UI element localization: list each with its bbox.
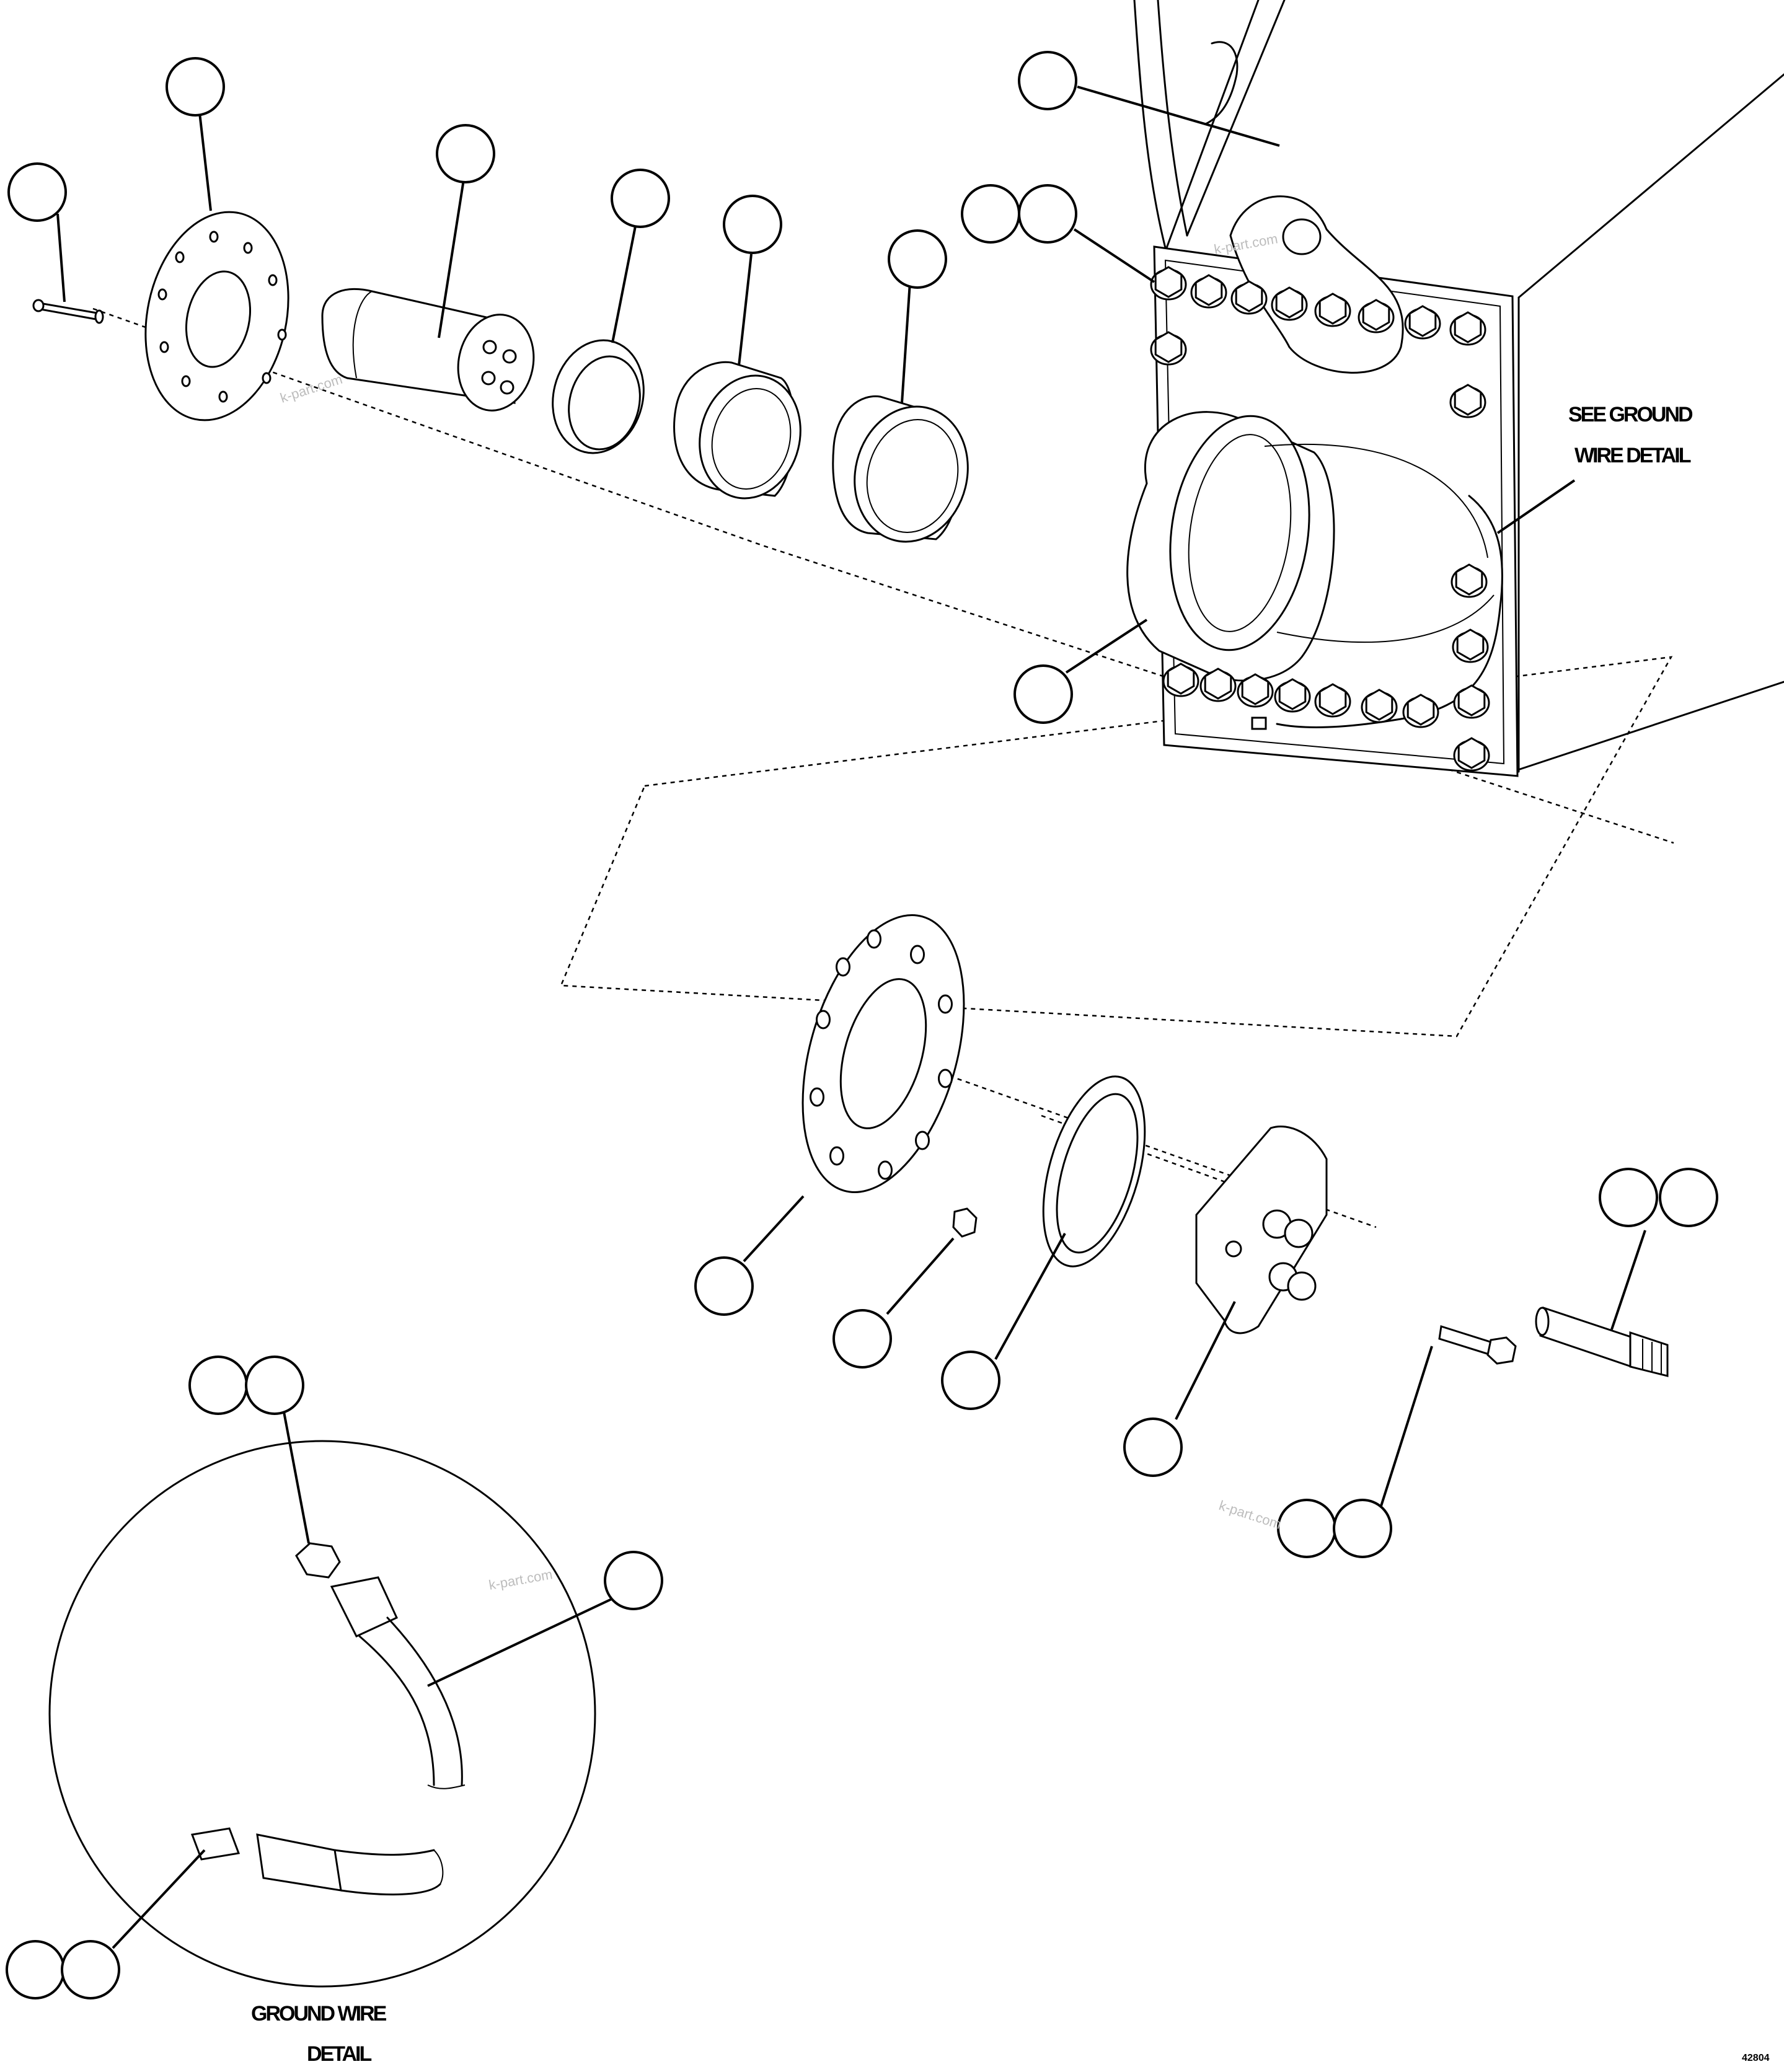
bushing-a — [673, 361, 801, 500]
hex-bolt — [1194, 274, 1223, 306]
bolt-hole — [938, 994, 953, 1014]
seal — [552, 339, 645, 454]
see-ground-note-line1: SEE GROUND — [1568, 403, 1693, 426]
hex-bolt — [1365, 689, 1393, 721]
block — [1195, 1125, 1328, 1334]
callout-flange-plate — [166, 57, 225, 117]
detail-title-line2: DETAIL — [307, 2042, 371, 2066]
bolt-hole — [159, 341, 169, 353]
bolt-hole — [915, 1131, 930, 1150]
callout-frame — [1018, 51, 1077, 110]
callout-detail-terminal-a — [6, 1940, 65, 1999]
hex-bolt — [1455, 563, 1483, 596]
callout-lower-seal — [941, 1351, 1000, 1410]
callout-splined-a — [1599, 1168, 1658, 1227]
callout-bolt-b — [1018, 184, 1077, 244]
bolt-hole — [262, 372, 272, 384]
watermark: k-part.com — [1217, 1497, 1283, 1532]
watermark: k-part.com — [278, 371, 345, 406]
bolt-hole — [938, 1069, 953, 1088]
hex-bolt — [1167, 663, 1195, 695]
detail-title-line1: GROUND WIRE — [251, 2002, 387, 2026]
bolt-hole — [816, 1010, 831, 1029]
hex-bolt — [1456, 628, 1485, 661]
bolt-hole — [867, 929, 881, 949]
hex-bolt — [1154, 331, 1183, 363]
bushing-b — [832, 395, 969, 543]
hex-bolt — [1154, 266, 1183, 298]
hex-bolt — [1278, 678, 1307, 710]
hex-bolt — [1275, 286, 1304, 319]
hex-bolt — [1457, 737, 1486, 769]
bolt-hole — [878, 1160, 893, 1180]
hex-bolt — [1457, 684, 1486, 716]
leader-lines — [56, 86, 1646, 1949]
hex-bolt — [1318, 683, 1347, 715]
hex-bolt — [1235, 280, 1263, 312]
hex-bolt — [1318, 293, 1347, 325]
nut — [952, 1207, 978, 1238]
lower-seal — [1042, 1075, 1146, 1267]
hex-bolt — [1408, 305, 1437, 337]
bolt-hole — [836, 957, 850, 977]
bolt-hole — [810, 1087, 824, 1107]
callout-capscrew-a — [1277, 1499, 1336, 1558]
hex-bolt — [1241, 673, 1270, 705]
callout-bolt-a — [961, 184, 1020, 244]
callout-detail-bolt-b — [245, 1356, 304, 1415]
callout-bushing-a — [723, 195, 782, 254]
bolt-hole — [209, 231, 219, 243]
callout-shaft — [436, 124, 495, 183]
pin — [32, 299, 104, 324]
bolt-hole — [181, 375, 191, 387]
callout-seal — [611, 169, 670, 228]
frame-bolts — [1150, 266, 1490, 772]
bolt-hole — [910, 945, 925, 964]
callout-detail-terminal-b — [61, 1940, 120, 1999]
callout-detail-wire — [604, 1551, 663, 1610]
bolt-hole — [243, 242, 253, 254]
ground-wire-detail — [48, 1440, 596, 1988]
see-ground-note-line2: WIRE DETAIL — [1574, 444, 1691, 467]
hex-bolt — [1204, 668, 1232, 700]
hex-bolt — [1362, 299, 1390, 331]
bolt-hole — [829, 1146, 844, 1166]
bolt-hole — [157, 288, 167, 301]
frame-arm — [1126, 0, 1784, 777]
callout-splined-b — [1659, 1168, 1718, 1227]
callout-block — [1123, 1417, 1183, 1477]
shaft — [321, 288, 535, 412]
hex-bolt — [1454, 384, 1482, 416]
bolt-hole — [175, 251, 185, 263]
hex-bolt — [1454, 311, 1482, 343]
capscrew — [1438, 1325, 1517, 1365]
callout-nut — [832, 1309, 892, 1369]
bolt-hole — [268, 274, 278, 286]
lower-flange — [801, 914, 965, 1193]
callout-pin — [7, 162, 67, 222]
splined-shaft — [1535, 1306, 1669, 1377]
bolt-hole — [277, 328, 287, 341]
drawing-code: 42804 — [1742, 2053, 1770, 2063]
callout-capscrew-b — [1333, 1499, 1392, 1558]
callout-housing — [1013, 664, 1073, 724]
callout-lower-flange — [694, 1256, 754, 1316]
flange-plate — [144, 211, 289, 421]
bolt-hole — [218, 390, 228, 403]
hex-bolt — [1406, 694, 1435, 726]
callout-bushing-b — [888, 229, 947, 289]
callout-detail-bolt-a — [188, 1356, 248, 1415]
